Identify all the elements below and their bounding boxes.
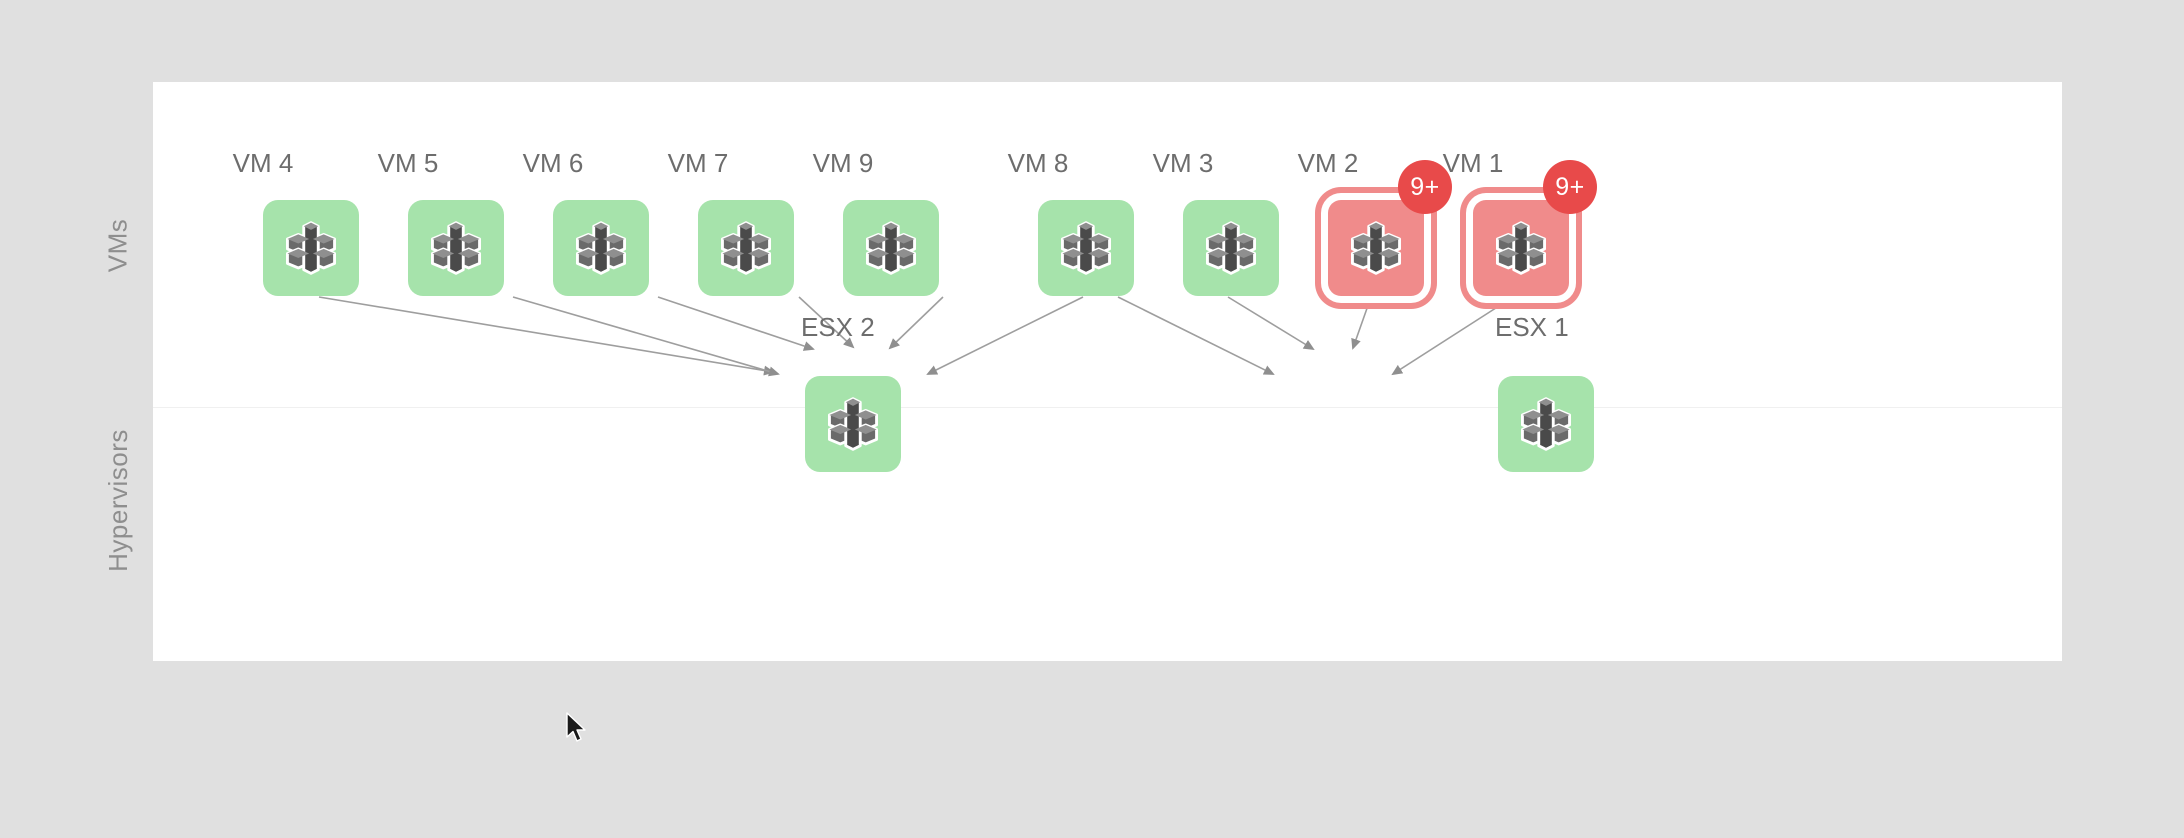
- vm-label: VM 4: [232, 148, 294, 178]
- server-node-icon: [285, 221, 337, 275]
- edge-vm3-esx1: [1227, 296, 1315, 351]
- server-node-icon: [1202, 219, 1260, 277]
- edge-vm9-esx2: [888, 296, 944, 350]
- hypervisor-node-box[interactable]: [805, 376, 901, 472]
- mouse-cursor: [566, 712, 586, 742]
- server-node-icon: [1492, 219, 1550, 277]
- server-node-icon: [1495, 221, 1547, 275]
- edge-vm8-esx2: [926, 296, 1084, 375]
- alert-badge[interactable]: 9+: [1398, 160, 1452, 214]
- server-node-icon: [1350, 221, 1402, 275]
- topology-canvas[interactable]: VM 4 VM 5 VM 6: [153, 82, 2062, 661]
- alert-badge[interactable]: 9+: [1543, 160, 1597, 214]
- vm-node-box[interactable]: [698, 200, 794, 296]
- lane-divider: [153, 407, 2062, 408]
- edge-layer: [318, 296, 1514, 377]
- lane-label-hypervisors: Hypervisors: [102, 428, 133, 572]
- vm-label: VM 2: [1297, 148, 1359, 178]
- vm-node-box[interactable]: [1328, 200, 1424, 296]
- server-node-icon: [1517, 395, 1575, 453]
- vm-label: VM 8: [1007, 148, 1069, 178]
- server-node-icon: [575, 221, 627, 275]
- server-node-icon: [720, 221, 772, 275]
- lane-label-vms: VMs: [102, 218, 133, 272]
- server-node-icon: [865, 221, 917, 275]
- vm-label: VM 3: [1152, 148, 1214, 178]
- server-node-icon: [427, 219, 485, 277]
- hypervisor-label-esx2: ESX 2: [801, 312, 875, 342]
- edge-vm8b-esx1: [1117, 296, 1275, 375]
- vm-node-box[interactable]: [1473, 200, 1569, 296]
- server-node-icon: [824, 395, 882, 453]
- server-node-icon: [1060, 221, 1112, 275]
- edge-vm5-esx2: [512, 296, 780, 377]
- hypervisor-label-esx1: ESX 1: [1495, 312, 1569, 342]
- server-node-icon: [1205, 221, 1257, 275]
- server-node-icon: [717, 219, 775, 277]
- server-node-icon: [430, 221, 482, 275]
- server-node-icon: [1520, 397, 1572, 451]
- edge-vm7-esx2: [798, 296, 855, 349]
- vm-label: VM 1: [1442, 148, 1504, 178]
- vm-label: VM 7: [667, 148, 729, 178]
- edge-vm4-esx2: [318, 296, 775, 376]
- server-node-icon: [572, 219, 630, 277]
- vm-node-box[interactable]: [1038, 200, 1134, 296]
- server-node-icon: [827, 397, 879, 451]
- server-node-icon: [1347, 219, 1405, 277]
- vm-node-box[interactable]: [408, 200, 504, 296]
- edge-vm6-esx2: [657, 296, 815, 351]
- vm-label: VM 5: [377, 148, 439, 178]
- vm-node-box[interactable]: [553, 200, 649, 296]
- hypervisor-node-box[interactable]: [1498, 376, 1594, 472]
- vm-node-box[interactable]: [1183, 200, 1279, 296]
- vm-label: VM 9: [812, 148, 874, 178]
- edge-vm2-esx1: [1351, 296, 1372, 350]
- edge-vm1-esx1: [1391, 296, 1514, 376]
- vm-label: VM 6: [522, 148, 584, 178]
- vm-node-box[interactable]: [843, 200, 939, 296]
- server-node-icon: [1057, 219, 1115, 277]
- server-node-icon: [282, 219, 340, 277]
- vm-node-box[interactable]: [263, 200, 359, 296]
- server-node-icon: [862, 219, 920, 277]
